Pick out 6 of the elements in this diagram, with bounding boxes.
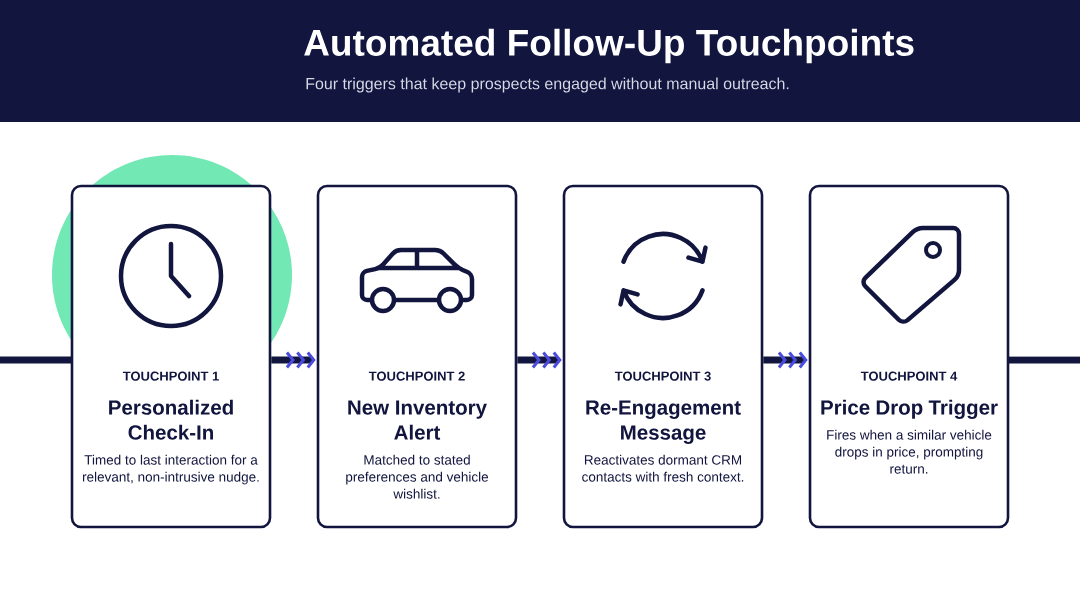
touchpoint-card: TOUCHPOINT 1 Personalized Check-In Timed to last interaction for a relevant, non-intrusive nudge. xyxy=(70,184,272,529)
subtitle: Four triggers that keep prospects engaged without manual outreach. xyxy=(306,77,789,93)
touchpoint-card: TOUCHPOINT 3 Re-Engagement Message Reactivates dormant CRM contacts with fresh context. xyxy=(562,184,764,529)
title: Automated Follow-Up Touchpoints xyxy=(304,28,914,64)
touchpoint-card: TOUCHPOINT 2 New Inventory Alert Matched to stated preferences and vehicle wishlist. xyxy=(316,184,518,529)
touchpoint-card: TOUCHPOINT 4 Price Drop Trigger Fires when a similar vehicle drops in price, prompting return. xyxy=(808,184,1010,529)
